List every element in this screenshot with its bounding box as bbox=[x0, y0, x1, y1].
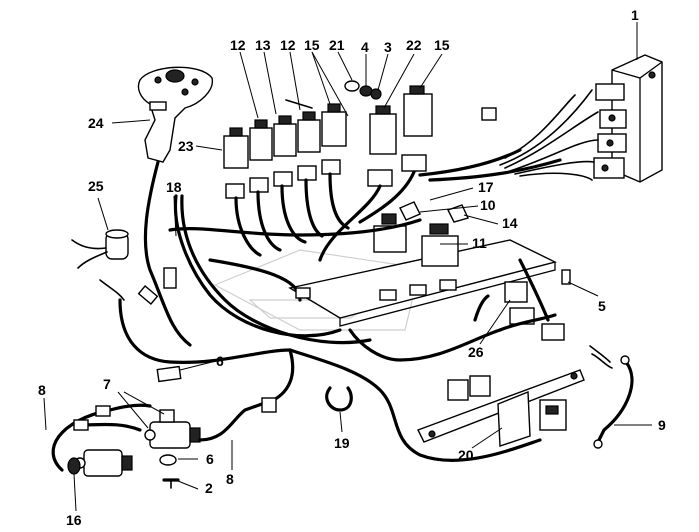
callout-25: 25 bbox=[88, 178, 104, 194]
joystick-handle bbox=[137, 66, 214, 163]
callout-8a: 8 bbox=[38, 382, 46, 398]
callout-17: 17 bbox=[478, 179, 494, 195]
callout-22: 22 bbox=[406, 37, 422, 53]
callout-15b: 15 bbox=[434, 37, 450, 53]
solenoid-16 bbox=[67, 449, 133, 477]
callout-13: 13 bbox=[255, 37, 271, 53]
callout-8b: 8 bbox=[226, 471, 234, 487]
callout-12b: 12 bbox=[280, 37, 296, 53]
callout-7: 7 bbox=[103, 376, 111, 392]
inline-connectors bbox=[73, 107, 497, 431]
callout-12a: 12 bbox=[230, 37, 246, 53]
connectors-5-26 bbox=[504, 269, 571, 341]
callout-20: 20 bbox=[458, 447, 474, 463]
callout-3: 3 bbox=[384, 39, 392, 55]
switches-10-14-11 bbox=[373, 201, 469, 267]
valve-block bbox=[593, 54, 663, 183]
callout-2: 2 bbox=[205, 480, 213, 496]
callout-24: 24 bbox=[88, 115, 104, 131]
callout-23: 23 bbox=[178, 138, 194, 154]
callout-26: 26 bbox=[468, 344, 484, 360]
callout-labels: 1 2 3 4 5 6 6 7 8 8 9 10 11 12 12 13 14 … bbox=[38, 7, 666, 528]
solenoid-7 bbox=[144, 409, 201, 449]
callout-1: 1 bbox=[631, 7, 639, 23]
callout-9: 9 bbox=[658, 417, 666, 433]
callout-4: 4 bbox=[361, 39, 369, 55]
callout-11: 11 bbox=[472, 235, 487, 251]
callout-6a: 6 bbox=[216, 353, 224, 369]
sensor-25 bbox=[71, 229, 129, 301]
callout-6b: 6 bbox=[206, 451, 214, 467]
valve-wires bbox=[499, 89, 599, 181]
callout-18: 18 bbox=[166, 179, 182, 195]
clip-19 bbox=[325, 386, 353, 412]
cable-9 bbox=[589, 345, 634, 449]
callout-15a: 15 bbox=[304, 37, 320, 53]
relays-22-15 bbox=[367, 85, 433, 187]
callout-5: 5 bbox=[598, 298, 606, 314]
relay-row bbox=[223, 103, 347, 199]
washers-21-4-3 bbox=[285, 80, 382, 109]
callout-16: 16 bbox=[66, 512, 82, 528]
hardware-6-2 bbox=[156, 365, 182, 489]
mounting-plate bbox=[288, 239, 558, 327]
callout-19: 19 bbox=[334, 435, 350, 451]
callout-10: 10 bbox=[480, 197, 496, 213]
callout-21: 21 bbox=[329, 37, 345, 53]
connector-bracket bbox=[417, 369, 585, 447]
leader-lines bbox=[43, 22, 652, 512]
callout-14: 14 bbox=[502, 215, 518, 231]
